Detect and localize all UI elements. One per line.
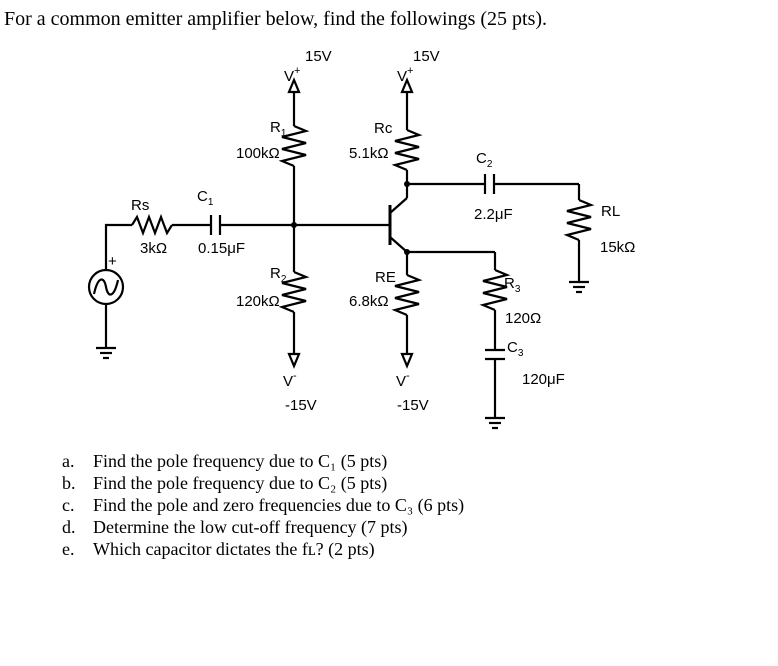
neg-left-voltage: -15V [285, 397, 317, 414]
question-a: a.Find the pole frequency due to C₁ (5 p… [62, 451, 388, 471]
supply-right-label: V+ [397, 65, 413, 85]
source-polarity: + [108, 253, 117, 270]
c2-value: 2.2μF [474, 206, 513, 223]
c3-name: C3 [507, 339, 524, 359]
resistor-r2 [278, 270, 310, 314]
question-e: e.Which capacitor dictates the fʟ? (2 pt… [62, 539, 375, 559]
resistor-re [391, 273, 423, 317]
c1-name: C1 [197, 188, 214, 208]
problem-title: For a common emitter amplifier below, fi… [4, 8, 548, 30]
neg-right-voltage: -15V [397, 397, 429, 414]
resistor-rl [563, 198, 595, 242]
c3-value: 120μF [522, 371, 565, 388]
rc-name: Rc [374, 120, 393, 137]
r2-value: 120kΩ [236, 293, 280, 310]
r3-value: 120Ω [505, 310, 541, 327]
resistor-rc [391, 128, 423, 172]
question-d: d.Determine the low cut-off frequency (7… [62, 517, 408, 537]
c1-value: 0.15μF [198, 240, 245, 257]
question-list: a.Find the pole frequency due to C₁ (5 p… [62, 450, 464, 560]
junction-base [291, 222, 297, 228]
rl-value: 15kΩ [600, 239, 635, 256]
circuit-diagram: 15V V+ 15V V+ R1 100kΩ Rc 5.1kΩ C2 2.2μF… [87, 48, 635, 430]
r3-name: R3 [504, 275, 521, 295]
neg-right-label: V- [396, 370, 410, 390]
rl-name: RL [601, 203, 620, 220]
junction-collector [404, 181, 410, 187]
resistor-r1 [278, 124, 310, 168]
question-c: c.Find the pole and zero frequencies due… [62, 495, 465, 515]
sine-wave-icon [92, 278, 120, 296]
supply-left-voltage: 15V [305, 48, 332, 65]
question-b: b.Find the pole frequency due to C₂ (5 p… [62, 473, 388, 493]
wire-source-top [104, 223, 132, 270]
re-value: 6.8kΩ [349, 293, 389, 310]
neg-left-label: V- [283, 370, 297, 390]
supply-left-label: V+ [284, 65, 300, 85]
junction-emitter [404, 249, 410, 255]
transistor-emitter [389, 236, 408, 253]
r2-name: R2 [270, 265, 287, 285]
transistor-collector [389, 197, 408, 214]
rs-name: Rs [131, 197, 149, 214]
re-name: RE [375, 269, 396, 286]
resistor-rs [131, 213, 173, 237]
rc-value: 5.1kΩ [349, 145, 389, 162]
resistor-r3 [479, 268, 511, 312]
r1-value: 100kΩ [236, 145, 280, 162]
r1-name: R1 [270, 119, 287, 139]
vminus-right-arrow [400, 352, 414, 369]
rs-value: 3kΩ [140, 240, 167, 257]
supply-right-voltage: 15V [413, 48, 440, 65]
c2-name: C2 [476, 150, 493, 170]
vminus-left-arrow [287, 352, 301, 369]
